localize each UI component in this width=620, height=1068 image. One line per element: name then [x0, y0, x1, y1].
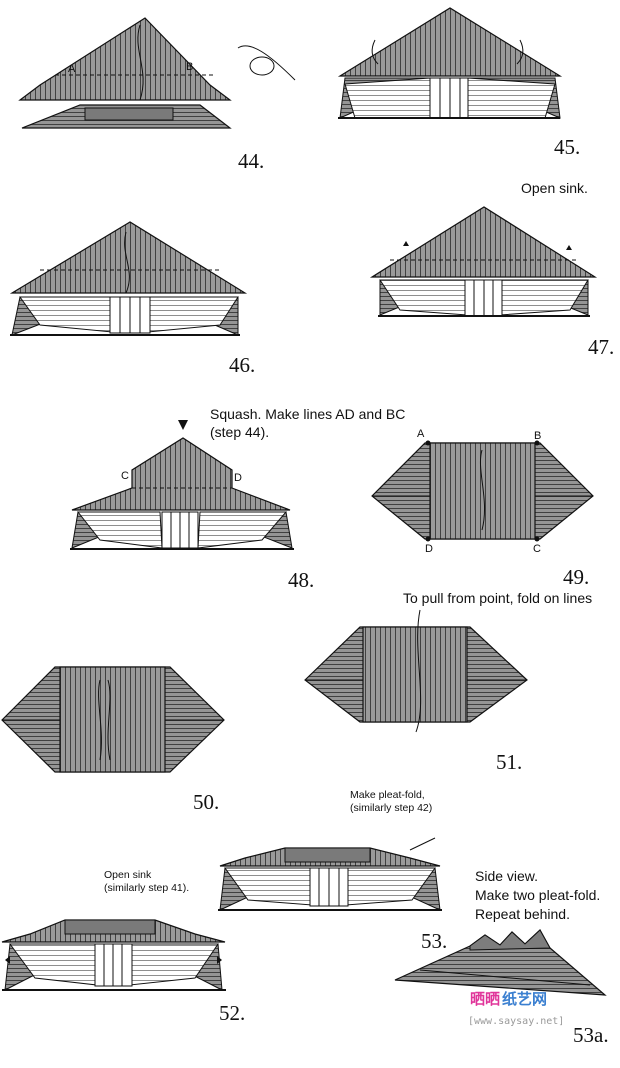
step-48-label: 48. [288, 568, 314, 592]
point-b-label-44: B [186, 61, 193, 73]
open-sink-note: Open sink. [521, 180, 588, 196]
pull-point-note: To pull from point, fold on lines [403, 590, 592, 606]
step-46-label: 46. [229, 353, 255, 377]
step-46-figure [9, 221, 248, 336]
side-view-note-line1: Side view. [475, 868, 538, 884]
step-47-label: 47. [588, 335, 614, 359]
point-c-label-49: C [533, 543, 541, 555]
step-50-label: 50. [193, 790, 219, 814]
side-view-note-line3: Repeat behind. [475, 906, 570, 922]
squash-arrow-icon [178, 420, 188, 430]
watermark-logo-part1: 晒晒 [470, 990, 500, 1008]
point-a-label-44: A [68, 63, 76, 75]
step-49-label: 49. [563, 565, 589, 589]
step-52-label: 52. [219, 1001, 245, 1025]
sink-note-line2: (similarly step 41). [104, 882, 189, 894]
step-52-upper-figure [218, 847, 442, 911]
step-48-figure [70, 437, 294, 550]
step-53a-figure [394, 929, 607, 996]
step-51-figure [304, 609, 528, 733]
step-53a-label: 53a. [573, 1023, 609, 1047]
pleat-note-line1: Make pleat-fold, [350, 789, 425, 801]
point-c-label-48: C [121, 470, 129, 482]
step-49-figure [371, 440, 594, 542]
step-45-label: 45. [554, 135, 580, 159]
point-a-label-49: A [417, 428, 425, 440]
point-d-label-48: D [234, 472, 242, 484]
pleat-note-line2: (similarly step 42) [350, 802, 432, 814]
step-51-label: 51. [496, 750, 522, 774]
watermark-url: [www.saysay.net] [468, 1016, 564, 1027]
step-44-label: 44. [238, 149, 264, 173]
step-44-figure [18, 17, 296, 129]
point-d-label-49: D [425, 543, 433, 555]
point-b-label-49: B [534, 430, 541, 442]
step-52-lower-figure [1, 919, 226, 991]
step-53-label: 53. [421, 929, 447, 953]
squash-note-line1: Squash. Make lines AD and BC [210, 406, 405, 422]
side-view-note-line2: Make two pleat-fold. [475, 887, 600, 903]
step-47-figure [369, 206, 598, 317]
squash-note-line2: (step 44). [210, 424, 269, 440]
step-50-figure [1, 666, 225, 773]
sink-note-line1: Open sink [104, 869, 152, 881]
pleat-arrow-icon [409, 837, 436, 851]
watermark-logo-part2: 纸艺网 [502, 990, 547, 1008]
step-45-figure [337, 7, 563, 119]
